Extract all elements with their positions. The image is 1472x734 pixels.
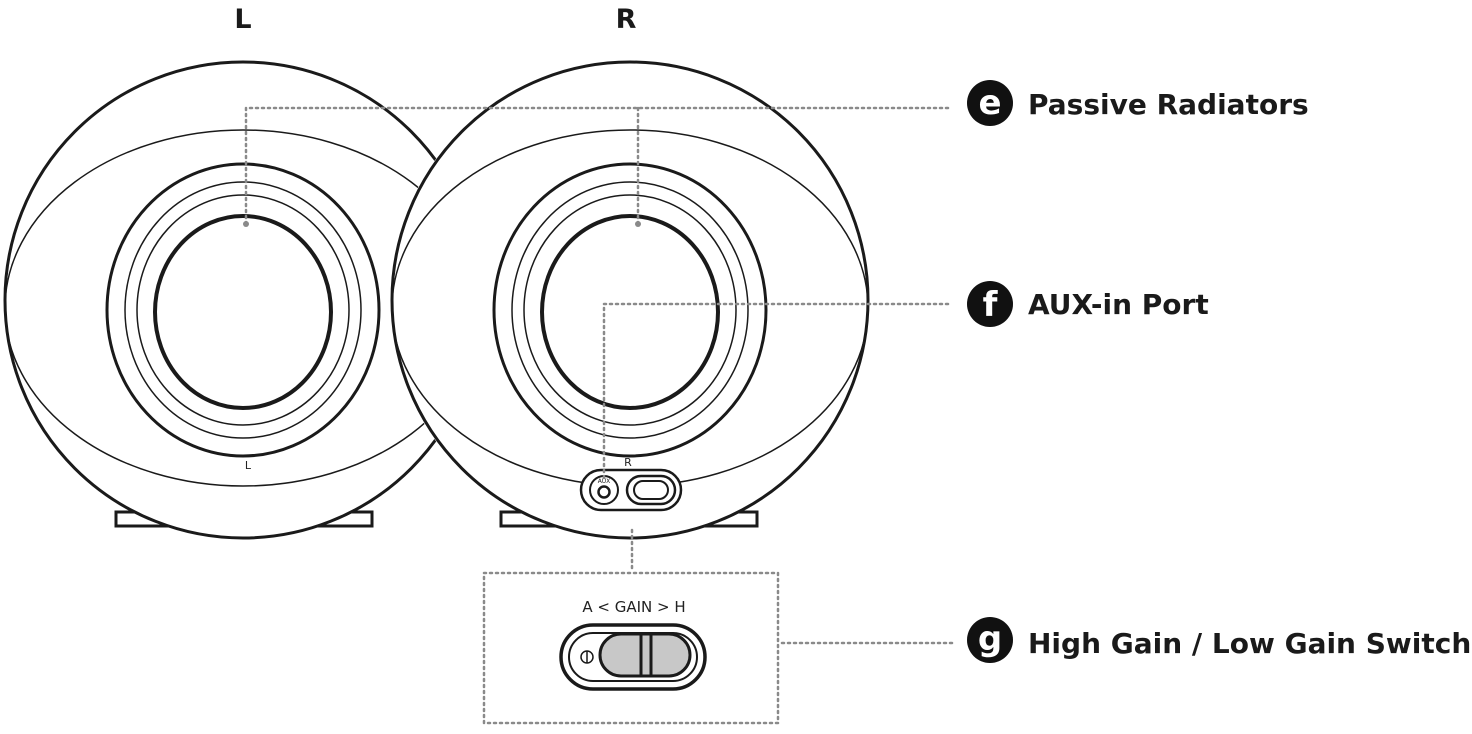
callout-badge-g xyxy=(967,617,1013,663)
left-body-mark: L xyxy=(245,459,252,472)
callout-badge-e xyxy=(967,80,1013,126)
callout-text-passive-radiators: Passive Radiators xyxy=(1028,88,1309,121)
callout-text-aux-in-port: AUX-in Port xyxy=(1028,288,1209,321)
leader-aux xyxy=(602,302,954,480)
callout-badge-f xyxy=(967,281,1013,327)
right-driver-ring-inner xyxy=(523,194,737,426)
left-speaker: L xyxy=(3,60,483,540)
callout-aux-in-port: f AUX-in Port xyxy=(967,281,1209,327)
callout-text-gain-switch: High Gain / Low Gain Switch xyxy=(1028,627,1471,660)
gain-switch-detail: A < GAIN > H xyxy=(482,571,780,725)
right-body-mark: R xyxy=(624,456,632,469)
leader-dot-left xyxy=(243,221,249,227)
leader-passive-left xyxy=(244,106,954,226)
right-speaker-header: R xyxy=(616,4,637,35)
callout-letter-g: g xyxy=(978,619,1002,659)
callout-passive-radiators: e Passive Radiators xyxy=(967,80,1309,126)
leader-dot-right xyxy=(635,221,641,227)
left-driver-outer-ring xyxy=(105,162,381,458)
left-passive-radiator xyxy=(153,214,333,410)
right-driver-outer-ring xyxy=(492,162,768,458)
left-driver-ring xyxy=(124,181,362,439)
left-speaker-header: L xyxy=(234,4,251,35)
gain-switch-small-slot xyxy=(633,480,669,500)
right-speaker: R AUX xyxy=(390,60,870,540)
left-speaker-band xyxy=(5,129,481,487)
callout-letter-e: e xyxy=(978,83,1001,123)
callout-gain-switch: g High Gain / Low Gain Switch xyxy=(967,617,1471,663)
power-icon xyxy=(580,650,594,664)
aux-port xyxy=(597,485,611,499)
gain-detail-frame xyxy=(482,571,780,725)
aux-mark: AUX xyxy=(598,478,611,485)
left-driver-ring-inner xyxy=(136,194,350,426)
right-driver-ring xyxy=(511,181,749,439)
gain-switch-slider xyxy=(598,632,692,678)
callout-letter-f: f xyxy=(983,285,999,325)
gain-label: A < GAIN > H xyxy=(582,598,685,616)
right-passive-radiator xyxy=(540,214,720,410)
